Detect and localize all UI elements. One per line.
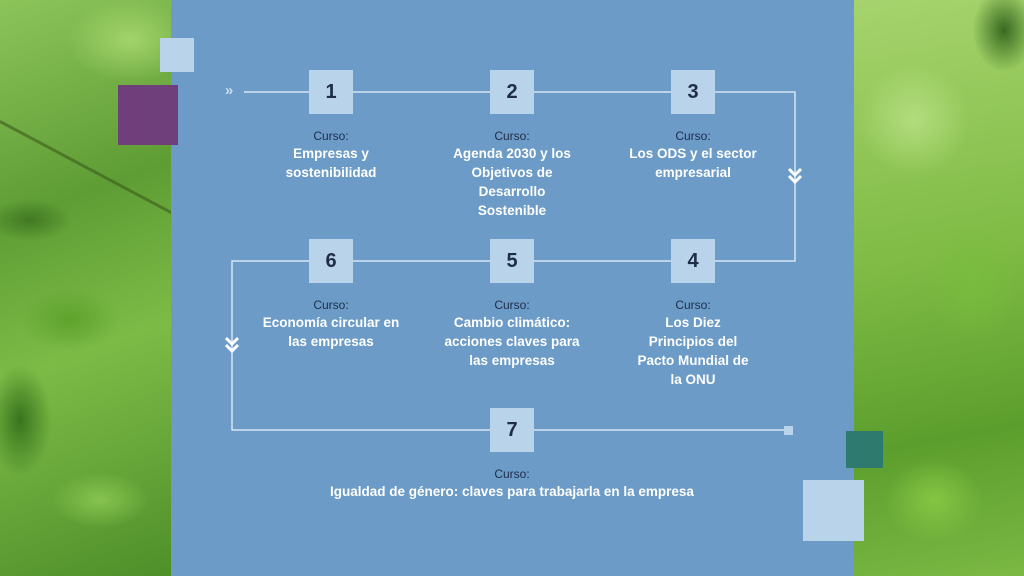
step-1-number: 1	[309, 70, 353, 114]
course-title: Agenda 2030 y los Objetivos de Desarroll…	[453, 146, 571, 218]
step-7-course: Curso: Igualdad de género: claves para t…	[262, 466, 762, 501]
course-label: Curso:	[313, 129, 349, 143]
double-chevron-down-icon	[787, 167, 803, 185]
step-6-number: 6	[309, 239, 353, 283]
step-4-course: Curso: Los Diez Principios del Pacto Mun…	[608, 297, 778, 389]
right-leaf-background	[854, 0, 1024, 576]
step-5-course: Curso: Cambio climático: acciones claves…	[427, 297, 597, 370]
light-square-bottom	[803, 480, 864, 541]
course-label: Curso:	[494, 129, 530, 143]
teal-square	[846, 431, 883, 468]
course-title: Empresas y sostenibilidad	[285, 146, 377, 180]
course-label: Curso:	[494, 298, 530, 312]
step-3-course: Curso: Los ODS y el sector empresarial	[608, 128, 778, 182]
purple-square	[118, 85, 178, 145]
double-chevron-right-icon: »	[225, 82, 234, 99]
course-title: Cambio climático: acciones claves para l…	[444, 315, 580, 368]
course-title: Igualdad de género: claves para trabajar…	[330, 484, 694, 499]
double-chevron-down-icon	[224, 336, 240, 354]
step-2-course: Curso: Agenda 2030 y los Objetivos de De…	[427, 128, 597, 220]
course-label: Curso:	[675, 298, 711, 312]
step-5-number: 5	[490, 239, 534, 283]
course-label: Curso:	[494, 467, 530, 481]
light-square-top	[160, 38, 194, 72]
step-2-number: 2	[490, 70, 534, 114]
step-4-number: 4	[671, 239, 715, 283]
course-title: Los ODS y el sector empresarial	[629, 146, 757, 180]
course-label: Curso:	[675, 129, 711, 143]
course-label: Curso:	[313, 298, 349, 312]
course-title: Los Diez Principios del Pacto Mundial de…	[637, 315, 749, 387]
step-7-number: 7	[490, 408, 534, 452]
course-title: Economía circular en las empresas	[262, 315, 400, 349]
step-6-course: Curso: Economía circular en las empresas	[246, 297, 416, 351]
step-3-number: 3	[671, 70, 715, 114]
step-1-course: Curso: Empresas y sostenibilidad	[246, 128, 416, 182]
